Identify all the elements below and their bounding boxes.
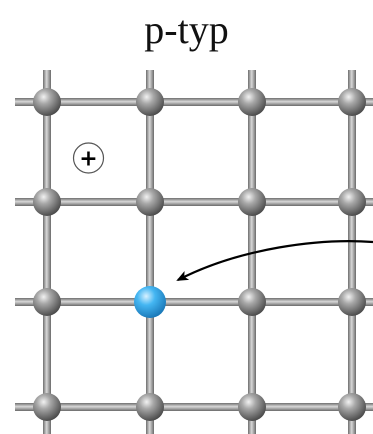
horizontal-bond-3: [15, 403, 373, 411]
acceptor-atom: [134, 286, 166, 318]
hole-symbol: +: [79, 147, 97, 172]
horizontal-bond-1: [15, 198, 373, 206]
vertical-bond-0: [43, 70, 51, 434]
atom-r1-c0: [33, 188, 61, 216]
horizontal-bond-2: [15, 298, 373, 306]
atom-r1-c2: [238, 188, 266, 216]
atom-r0-c0: [33, 88, 61, 116]
hole-marker: +: [74, 143, 104, 173]
atom-r3-c1: [136, 393, 164, 421]
atom-r3-c0: [33, 393, 61, 421]
atom-r3-c3: [338, 393, 366, 421]
vertical-bond-3: [348, 70, 356, 434]
lattice-atoms: [33, 88, 366, 421]
lattice-bonds: [15, 70, 373, 434]
atom-r0-c2: [238, 88, 266, 116]
atom-r0-c1: [136, 88, 164, 116]
electron-arrow: [178, 241, 373, 280]
atom-r1-c3: [338, 188, 366, 216]
atom-r3-c2: [238, 393, 266, 421]
horizontal-bond-0: [15, 98, 373, 106]
atom-r2-c0: [33, 288, 61, 316]
atom-r0-c3: [338, 88, 366, 116]
vertical-bond-1: [146, 70, 154, 434]
atom-r2-c2: [238, 288, 266, 316]
atom-r2-c3: [338, 288, 366, 316]
atom-r1-c1: [136, 188, 164, 216]
